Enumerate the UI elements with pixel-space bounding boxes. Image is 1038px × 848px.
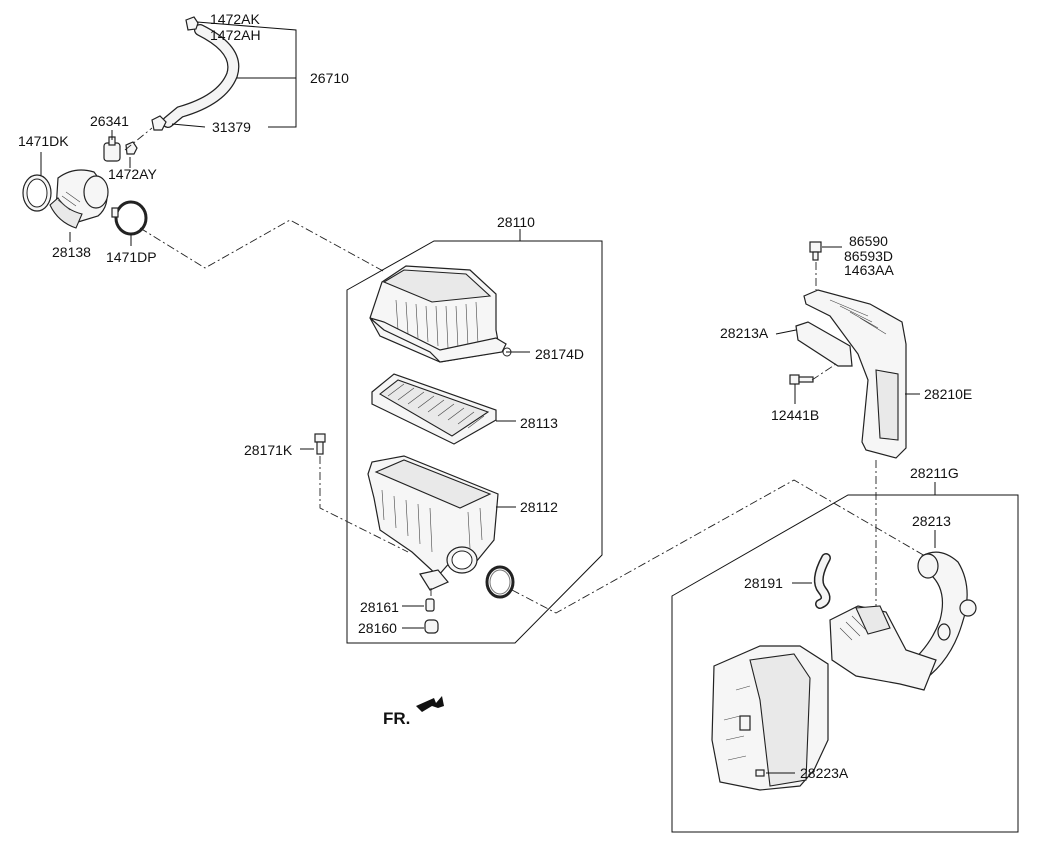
- air-filter-element: [371, 373, 497, 445]
- label-28171K: 28171K: [244, 442, 293, 458]
- air-cleaner-lower-body: [367, 455, 499, 591]
- pin-28161: [425, 598, 435, 612]
- resonator-box: [711, 645, 829, 791]
- label-28113: 28113: [520, 415, 558, 431]
- label-31379: 31379: [212, 119, 251, 135]
- air-cleaner-cover: [369, 265, 507, 363]
- clip-1472AY: [125, 141, 138, 155]
- label-1471DK: 1471DK: [18, 133, 69, 149]
- duct-28210E: [803, 289, 907, 459]
- elbow-28213: [903, 551, 977, 685]
- label-86593D: 86593D: [844, 248, 893, 264]
- clamp-1471DP: [111, 200, 148, 236]
- clip-1472AK: [185, 16, 199, 31]
- label-1463AA: 1463AA: [844, 262, 894, 278]
- label-28213: 28213: [912, 513, 951, 529]
- bolt-86590: [809, 241, 822, 261]
- label-1471DP: 1471DP: [106, 249, 157, 265]
- label-26341: 26341: [90, 113, 129, 129]
- seal-ring: [485, 565, 515, 599]
- fitting-26341: [103, 136, 121, 162]
- label-86590: 86590: [849, 233, 888, 249]
- label-26710: 26710: [310, 70, 349, 86]
- assembly-outline-28110: [346, 240, 603, 644]
- front-label: FR.: [383, 709, 410, 728]
- label-28223A: 28223A: [800, 765, 849, 781]
- label-28191: 28191: [744, 575, 783, 591]
- clip-31379: [151, 115, 167, 131]
- assembly-outline-28211G: [671, 494, 1019, 833]
- bracket-28213A: [795, 321, 853, 367]
- label-28213A: 28213A: [720, 325, 769, 341]
- label-28174D: 28174D: [535, 346, 584, 362]
- bolt-12441B: [789, 374, 814, 385]
- front-arrow-icon: [416, 696, 444, 712]
- bolt-28171K: [314, 433, 326, 455]
- label-28110: 28110: [497, 214, 535, 230]
- label-1472AY: 1472AY: [108, 166, 157, 182]
- label-28112: 28112: [520, 499, 558, 515]
- label-1472AH: 1472AH: [210, 27, 261, 43]
- breather-hose-26710: [162, 24, 240, 128]
- intake-hose-28138: [22, 169, 109, 229]
- label-1472AK: 1472AK: [210, 11, 260, 27]
- label-12441B: 12441B: [771, 407, 819, 423]
- bolt-28223A: [755, 769, 765, 777]
- label-28160: 28160: [358, 620, 397, 636]
- label-28210E: 28210E: [924, 386, 972, 402]
- hose-28191: [813, 553, 831, 609]
- label-28161: 28161: [360, 599, 399, 615]
- label-28211G: 28211G: [910, 465, 959, 481]
- grommet-28160: [424, 619, 439, 634]
- resonator-pipe: [829, 605, 937, 691]
- label-28138: 28138: [52, 244, 91, 260]
